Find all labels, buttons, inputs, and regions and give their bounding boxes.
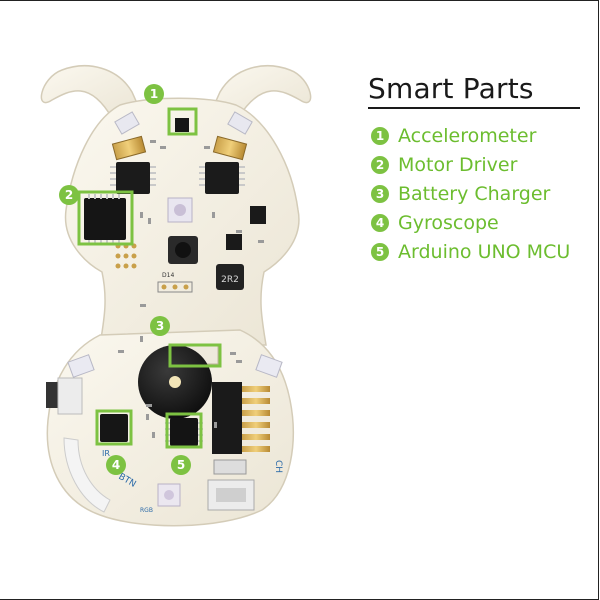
legend-item: 4 Gyroscope [371,208,570,237]
connector-bottom [213,459,247,475]
rgb-label: RGB [140,507,153,514]
highlight-gyroscope [95,409,133,446]
motor-driver-chip [84,198,126,240]
board-badges: 1 2 3 4 5 [59,84,191,475]
led-body-left [67,354,95,378]
badge-4 [106,455,126,475]
legend-item: 5 Arduino UNO MCU [371,237,570,266]
inductor-label: 2R2 [221,275,239,285]
pin-header [212,382,270,454]
slide-switch [46,382,58,408]
legend-item: 3 Battery Charger [371,179,570,208]
highlight-accelerometer [167,107,198,136]
badge-5-label: 5 [177,458,185,472]
badge-1 [144,84,164,104]
mcu-chip [170,418,198,446]
ch-label: CH [273,460,283,473]
legend-label: Battery Charger [398,182,551,205]
badge-1-label: 1 [150,87,158,101]
legend-label: Accelerometer [398,124,537,147]
badge-2-label: 2 [65,188,73,202]
badge-3-label: 3 [156,319,164,333]
led-top-right [227,111,253,135]
ir-label: IR [102,449,110,458]
highlight-mcu [165,412,203,449]
highlight-battery-charger [168,343,222,368]
legend-number-badge: 5 [371,242,389,261]
badge-5 [171,455,191,475]
d14-label: D14 [162,272,174,279]
chip-small-right-2 [250,206,266,224]
badge-3 [150,316,170,336]
chip-small-right [226,234,242,250]
page-title: Smart Parts [368,72,534,105]
legend-label: Motor Driver [398,153,518,176]
legend-label: Gyroscope [398,211,499,234]
inductor [216,264,244,290]
legend-item: 2 Motor Driver [371,150,570,179]
highlight-motor-driver [77,190,134,246]
connector-top-left [111,135,147,161]
legend-number-badge: 1 [371,126,389,145]
chip-left [116,162,150,194]
header-holes-left [115,243,137,269]
legend-number-badge: 4 [371,213,389,232]
legend-number-badge: 3 [371,184,389,203]
header-holes-d14 [157,281,193,293]
highlight-boxes [77,107,222,449]
badge-2 [59,185,79,205]
title-underline [368,107,580,109]
chip-right [205,162,239,194]
accelerometer-chip [175,118,189,132]
led-body-right [255,354,283,378]
legend-label: Arduino UNO MCU [398,240,571,263]
legend-number-badge: 2 [371,155,389,174]
connector-top-right [212,135,248,161]
parts-legend: 1 Accelerometer 2 Motor Driver 3 Battery… [371,121,570,266]
legend-item: 1 Accelerometer [371,121,570,150]
gyroscope-chip [100,414,128,442]
connector-bottom-left [63,437,111,513]
badge-4-label: 4 [112,458,120,472]
led-top-left [114,111,140,135]
smd-components [118,140,264,438]
chip-pins [110,166,245,186]
